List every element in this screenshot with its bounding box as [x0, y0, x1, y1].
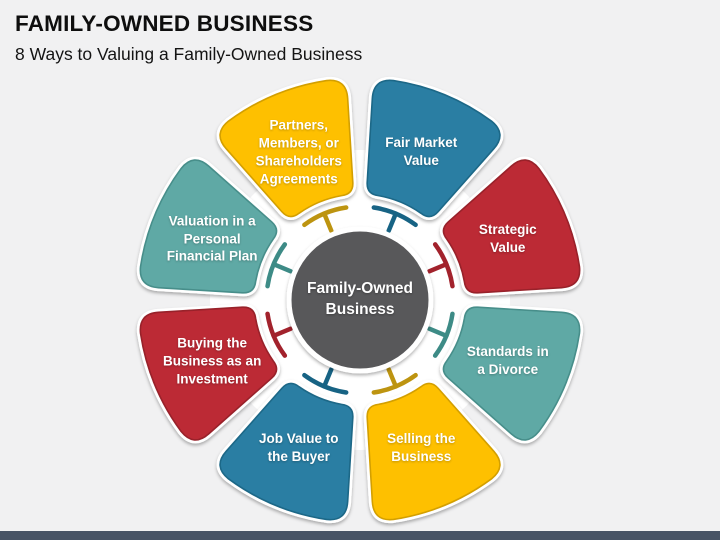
- petal-partners-members-or-shareholders-agreements: [216, 76, 357, 221]
- slide-title: FAMILY-OWNED BUSINESS: [15, 11, 314, 36]
- connector-stem-fair-market-value: [386, 211, 399, 233]
- connector-arc-strategic-value: [432, 242, 455, 289]
- connector-stem-strategic-value: [427, 261, 449, 274]
- connector-arc-standards-in-a-divorce: [432, 311, 455, 358]
- petal-shape-job-value-to-the-buyer: [219, 382, 354, 521]
- petal-standards-in-a-divorce: [439, 303, 584, 444]
- connector-stem-job-value-to-the-buyer: [321, 367, 334, 389]
- petal-buying-the-business-as-an-investment: [136, 303, 281, 444]
- slide-subtitle: 8 Ways to Valuing a Family-Owned Busines…: [15, 44, 363, 64]
- slide-header: FAMILY-OWNED BUSINESS 8 Ways to Valuing …: [15, 10, 362, 65]
- petal-shape-selling-the-business: [366, 382, 501, 521]
- petal-shape-strategic-value: [442, 159, 581, 294]
- connector-stem-valuation-in-a-personal-financial-plan: [271, 261, 293, 274]
- petal-shape-valuation-in-a-personal-financial-plan: [139, 159, 278, 294]
- petal-shape-standards-in-a-divorce: [442, 306, 581, 441]
- connector-arc-job-value-to-the-buyer: [302, 372, 349, 395]
- petal-shapes: [136, 76, 584, 524]
- center-circle: [286, 226, 434, 374]
- connector-stem-partners-members-or-shareholders-agreements: [321, 211, 334, 233]
- petal-shape-partners-members-or-shareholders-agreements: [219, 79, 354, 218]
- connector-arc-fair-market-value: [371, 205, 418, 228]
- connector-arc-selling-the-business: [371, 372, 418, 395]
- petal-shape-fair-market-value: [366, 79, 501, 218]
- petal-valuation-in-a-personal-financial-plan: [136, 156, 281, 297]
- connector-arc-buying-the-business-as-an-investment: [265, 311, 288, 358]
- petal-job-value-to-the-buyer: [216, 379, 357, 524]
- petal-selling-the-business: [363, 379, 504, 524]
- connector-lines: [265, 205, 455, 395]
- connector-stem-buying-the-business-as-an-investment: [271, 326, 293, 339]
- footer-accent-bar: [0, 531, 720, 540]
- connector-stem-standards-in-a-divorce: [427, 326, 449, 339]
- petal-strategic-value: [439, 156, 584, 297]
- connector-stem-selling-the-business: [386, 367, 399, 389]
- petal-shape-buying-the-business-as-an-investment: [139, 306, 278, 441]
- petal-fair-market-value: [363, 76, 504, 221]
- connector-arc-valuation-in-a-personal-financial-plan: [265, 242, 288, 289]
- connector-arc-partners-members-or-shareholders-agreements: [302, 205, 349, 228]
